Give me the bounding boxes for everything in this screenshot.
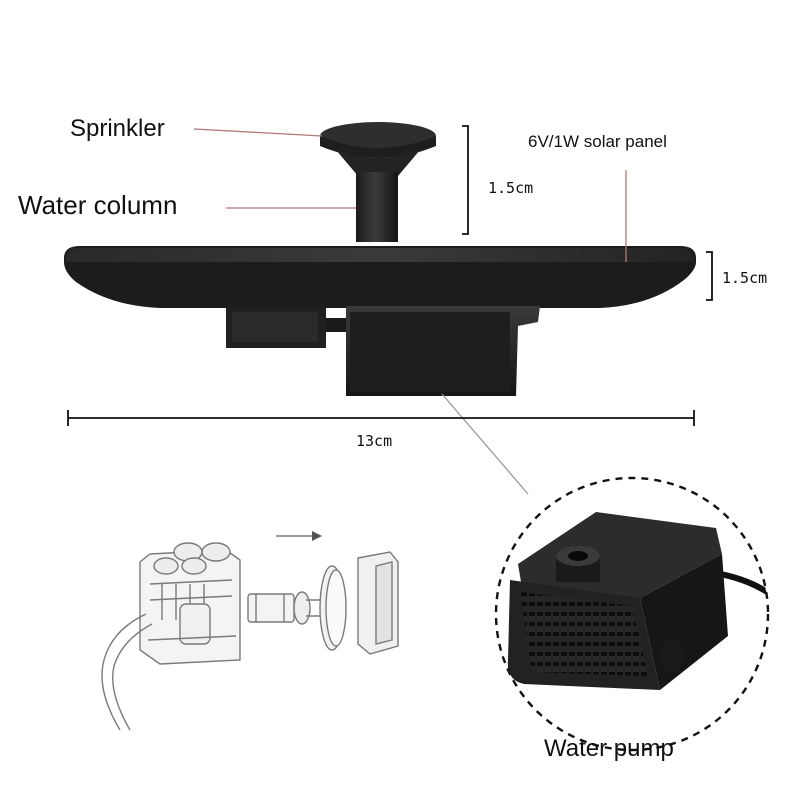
sprinkler-leader — [193, 128, 323, 137]
pump-leader — [441, 393, 529, 495]
column-height-bracket — [462, 125, 469, 235]
water-column-label: Water column — [18, 190, 177, 220]
solar-panel-label: 6V/1W solar panel — [528, 132, 667, 151]
column-height-label: 1.5cm — [488, 179, 533, 197]
pump-outlet-nozzle — [556, 546, 600, 582]
exploded-pump-sketch — [101, 531, 399, 731]
labels: Sprinkler Water column 6V/1W solar panel… — [18, 115, 767, 762]
sketch-front-cover — [357, 551, 399, 655]
solar-panel-disc — [64, 246, 696, 308]
diameter-label: 13cm — [356, 432, 392, 450]
water-pump-label: Water pump — [544, 735, 674, 762]
water-pump-photo — [507, 512, 768, 690]
sketch-pump-body — [139, 542, 241, 665]
sprinkler-label: Sprinkler — [70, 115, 165, 142]
bottom-housing — [226, 306, 540, 396]
arrow-right-icon — [276, 531, 322, 541]
diameter-line — [67, 410, 695, 426]
dimension-lines — [67, 125, 713, 426]
sprinkler-head — [320, 122, 436, 176]
panel-thickness-bracket — [706, 251, 713, 301]
sketch-rotor-disc — [319, 565, 347, 651]
sketch-cable — [101, 613, 153, 731]
leader-lines — [193, 128, 627, 495]
pump-suction-foot — [660, 640, 684, 672]
water-column — [356, 172, 398, 242]
pump-grille — [520, 592, 648, 676]
sketch-impeller — [247, 591, 324, 625]
pump-zoom-callout — [494, 476, 770, 752]
panel-thickness-label: 1.5cm — [722, 269, 767, 287]
fountain-product — [64, 122, 696, 396]
